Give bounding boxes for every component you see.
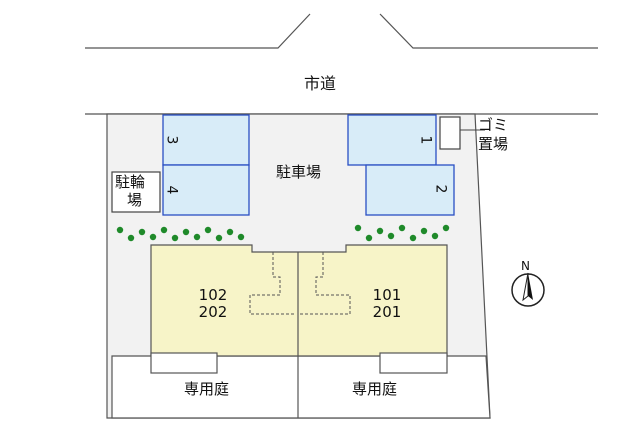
stair-outline bbox=[249, 252, 351, 315]
tree-icon bbox=[182, 228, 190, 236]
tree-icon bbox=[442, 224, 450, 232]
unit-right-lower: 201 bbox=[372, 303, 402, 321]
parking-space-4 bbox=[162, 164, 250, 216]
tree-icon bbox=[149, 233, 157, 241]
garden-label-left: 専用庭 bbox=[184, 380, 230, 398]
garden-label-right: 専用庭 bbox=[352, 380, 398, 398]
bicycle-parking-label-2: 場 bbox=[127, 191, 143, 209]
tree-icon bbox=[365, 234, 373, 242]
trees-right bbox=[354, 224, 450, 242]
garbage-box bbox=[439, 116, 461, 150]
unit-left-lower: 202 bbox=[198, 303, 228, 321]
garden-notches bbox=[150, 352, 448, 374]
tree-icon bbox=[171, 234, 179, 242]
tree-icon bbox=[237, 233, 245, 241]
parking-space-2 bbox=[365, 164, 455, 216]
compass-icon bbox=[511, 272, 545, 307]
road-label: 市道 bbox=[304, 74, 337, 93]
tree-icon bbox=[387, 232, 395, 240]
tree-icon bbox=[409, 234, 417, 242]
unit-left-upper: 102 bbox=[198, 286, 228, 304]
trees-left bbox=[116, 226, 245, 242]
tree-icon bbox=[193, 233, 201, 241]
tree-icon bbox=[127, 234, 135, 242]
parking-space-4-number: 4 bbox=[163, 185, 180, 195]
parking-space-3-number: 3 bbox=[163, 135, 180, 145]
tree-icon bbox=[354, 224, 362, 232]
tree-icon bbox=[138, 228, 146, 236]
parking-space-2-number: 2 bbox=[432, 184, 449, 194]
tree-icon bbox=[420, 227, 428, 235]
tree-icon bbox=[160, 226, 168, 234]
bicycle-parking-box bbox=[111, 171, 161, 213]
tree-icon bbox=[376, 227, 384, 235]
road-lines bbox=[85, 13, 598, 115]
parking-space-1 bbox=[347, 114, 437, 166]
garbage-label-2: 置場 bbox=[478, 135, 509, 153]
garbage-label-1: ゴミ bbox=[478, 116, 509, 134]
tree-icon bbox=[116, 226, 124, 234]
compass-label: N bbox=[521, 259, 530, 273]
tree-icon bbox=[398, 224, 406, 232]
unit-right-upper: 101 bbox=[372, 286, 402, 304]
parking-label: 駐車場 bbox=[276, 163, 322, 181]
tree-icon bbox=[204, 226, 212, 234]
tree-icon bbox=[226, 228, 234, 236]
building bbox=[150, 244, 448, 357]
parking-space-1-number: 1 bbox=[417, 135, 434, 145]
tree-icon bbox=[215, 234, 223, 242]
parking-spaces bbox=[162, 114, 455, 216]
tree-icon bbox=[431, 232, 439, 240]
bicycle-parking-label-1: 駐輪 bbox=[115, 173, 146, 191]
